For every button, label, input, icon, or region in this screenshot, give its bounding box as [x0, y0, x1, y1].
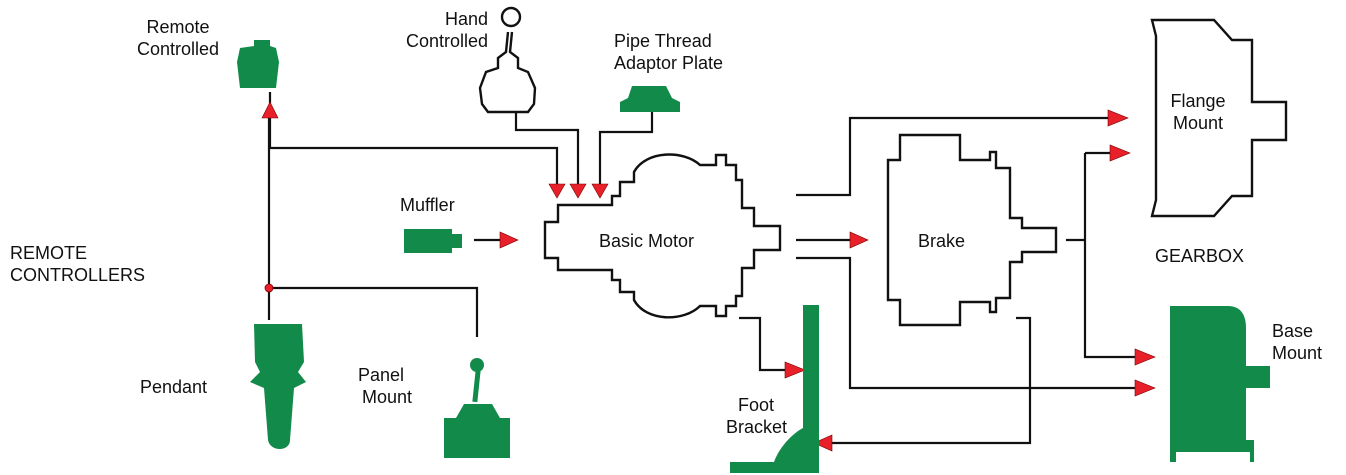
- flow-arrows: [261, 101, 1156, 452]
- label-flange-mount-line1: Flange: [1170, 91, 1226, 111]
- arrow-muffler-to-motor: [499, 231, 519, 249]
- label-flange-mount: Flange Mount: [1158, 90, 1238, 134]
- arrow-to-base-mount-1: [1134, 348, 1156, 366]
- label-hand-controlled-line2: Controlled: [405, 31, 488, 51]
- label-pendant: Pendant: [140, 377, 208, 397]
- junction-dot: [264, 283, 274, 293]
- label-hand-controlled-line1: Hand: [444, 9, 488, 29]
- foot-bracket-part: [730, 305, 819, 473]
- label-foot-bracket-line1: Foot: [737, 395, 774, 415]
- label-remote-controllers-line2: CONTROLLERS: [10, 265, 146, 285]
- arrow-to-flange-mount-1: [1107, 109, 1129, 127]
- arrow-to-base-mount-2: [1134, 379, 1156, 397]
- muffler-part: [404, 229, 462, 253]
- arrow-remote-to-motor: [548, 183, 566, 199]
- hand-controlled-knob: [500, 6, 522, 28]
- label-panel-mount-line1: Panel: [358, 365, 405, 385]
- arrow-to-remote-controlled: [261, 101, 279, 119]
- label-remote-controlled-line2: Controlled: [136, 39, 220, 59]
- base-mount-part: [1170, 306, 1270, 462]
- label-base-mount: Base Mount: [1272, 320, 1322, 364]
- label-panel-mount-line2: Mount: [362, 387, 413, 407]
- remote-controlled-unit: [237, 40, 279, 88]
- pendant-unit: [250, 324, 306, 449]
- label-pipe-thread: Pipe Thread Adaptor Plate: [614, 30, 723, 74]
- label-remote-controllers: REMOTE CONTROLLERS: [10, 242, 145, 286]
- basic-motor-housing: [543, 153, 782, 319]
- hand-controlled-unit: [478, 31, 537, 114]
- arrow-to-flange-mount-2: [1109, 144, 1131, 162]
- label-remote-controlled: Remote Controlled: [118, 16, 238, 60]
- flange-mount-housing: [1150, 18, 1288, 218]
- label-remote-controlled-line1: Remote: [146, 17, 210, 37]
- label-remote-controllers-line1: REMOTE: [10, 243, 88, 263]
- label-muffler: Muffler: [400, 195, 455, 215]
- label-gearbox: GEARBOX: [1155, 246, 1245, 266]
- label-foot-bracket: Foot Bracket: [726, 394, 788, 438]
- label-foot-bracket-line2: Bracket: [726, 417, 788, 437]
- arrow-to-foot-bracket: [784, 361, 806, 379]
- label-panel-mount: Panel Mount: [358, 364, 412, 408]
- arrow-hand-to-motor: [569, 183, 587, 199]
- label-flange-mount-line2: Mount: [1172, 113, 1224, 133]
- arrow-motor-to-brake: [849, 231, 869, 249]
- label-pipe-thread-line1: Pipe Thread: [614, 31, 712, 51]
- connector-lines: [267, 92, 1135, 445]
- brake-housing: [886, 133, 1058, 327]
- label-hand-controlled: Hand Controlled: [388, 8, 488, 52]
- panel-mount-unit: [444, 358, 510, 458]
- arrow-brake-to-foot-bracket: [813, 434, 833, 452]
- label-basic-motor: Basic Motor: [599, 231, 695, 251]
- label-base-mount-line2: Mount: [1272, 343, 1323, 363]
- label-base-mount-line1: Base: [1272, 321, 1314, 341]
- label-pipe-thread-line2: Adaptor Plate: [614, 53, 724, 73]
- arrow-pipe-to-motor: [591, 183, 609, 199]
- pipe-thread-adaptor-plate: [620, 86, 680, 112]
- label-brake: Brake: [918, 231, 966, 251]
